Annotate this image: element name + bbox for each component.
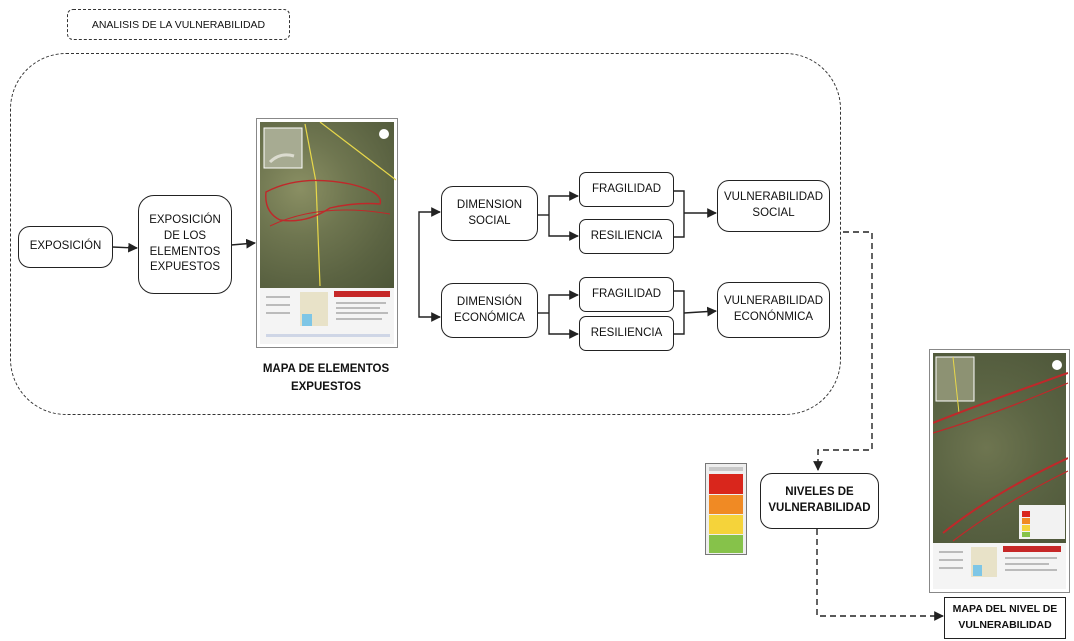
node-niveles-vulnerabilidad: NIVELES DE VULNERABILIDAD xyxy=(760,473,879,529)
merge-economica-resiliencia xyxy=(673,313,685,335)
merge-social-resiliencia xyxy=(673,213,685,238)
satellite-map-icon xyxy=(933,356,1068,542)
dashed-arrow-frame-to-niveles xyxy=(813,231,873,471)
arrow-elementos-to-map xyxy=(230,238,256,249)
node-exposicion: EXPOSICIÓN xyxy=(18,226,113,268)
node-fragilidad-social: FRAGILIDAD xyxy=(579,172,674,207)
node-resiliencia-social: RESILIENCIA xyxy=(579,219,674,254)
map-thumbnail-elementos-expuestos xyxy=(256,118,398,348)
arrow-social-to-resiliencia xyxy=(548,215,579,241)
node-dimension-economica: DIMENSIÓN ECONÓMICA xyxy=(441,283,538,338)
arrow-exposicion-to-elementos xyxy=(111,242,138,253)
caption-mapa-elementos: MAPA DE ELEMENTOS EXPUESTOS xyxy=(262,363,390,393)
diagram-title: ANALISIS DE LA VULNERABILIDAD xyxy=(91,18,266,31)
caption-mapa-nivel: MAPA DEL NIVEL DE VULNERABILIDAD xyxy=(944,597,1066,639)
merge-social-fragilidad xyxy=(673,190,685,213)
arrow-split-to-economica xyxy=(418,278,441,322)
satellite-map-icon xyxy=(263,122,396,287)
node-fragilidad-economica: FRAGILIDAD xyxy=(579,277,674,312)
node-resiliencia-economica: RESILIENCIA xyxy=(579,316,674,351)
node-vulnerabilidad-economica: VULNERABILIDAD ECONÓNMICA xyxy=(717,282,830,338)
node-exposicion-elementos: EXPOSICIÓN DE LOS ELEMENTOS EXPUESTOS xyxy=(138,195,232,294)
dashed-arrow-niveles-to-mapa xyxy=(816,529,944,621)
arrow-social-to-fragilidad xyxy=(548,191,579,215)
arrow-merge-to-vulnerabilidad-economica xyxy=(683,306,717,317)
merge-economica-fragilidad xyxy=(673,290,685,313)
analysis-region-frame xyxy=(10,53,841,415)
diagram-title-box: ANALISIS DE LA VULNERABILIDAD xyxy=(67,9,290,40)
arrow-economica-to-resiliencia xyxy=(548,313,579,339)
arrow-economica-to-fragilidad xyxy=(548,290,579,313)
vulnerability-color-ramp xyxy=(705,463,747,555)
node-vulnerabilidad-social: VULNERABILIDAD SOCIAL xyxy=(717,180,830,232)
map-thumbnail-nivel-vulnerabilidad xyxy=(929,349,1070,593)
arrow-split-to-social xyxy=(418,207,441,278)
node-dimension-social: DIMENSION SOCIAL xyxy=(441,186,538,241)
